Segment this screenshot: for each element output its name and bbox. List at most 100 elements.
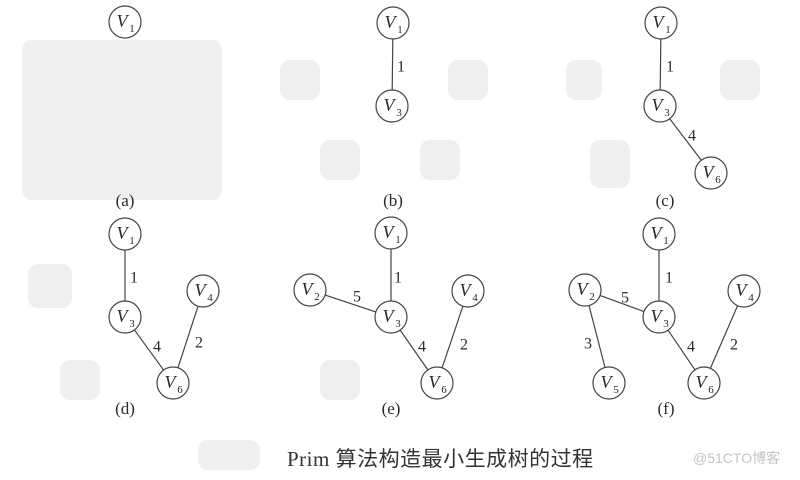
svg-text:3: 3 (129, 318, 135, 330)
watermark: @51CTO博客 (693, 450, 781, 466)
panel-label: (b) (383, 191, 403, 210)
svg-text:1: 1 (129, 235, 135, 247)
svg-text:1: 1 (395, 234, 401, 246)
svg-text:V: V (601, 372, 614, 392)
svg-text:V: V (302, 279, 315, 299)
pixelated-region-b-br (420, 140, 460, 180)
svg-text:V: V (429, 372, 442, 392)
edge-V2-V5 (588, 305, 606, 368)
svg-text:4: 4 (748, 292, 754, 304)
edge-V3-V6 (669, 118, 702, 161)
svg-text:6: 6 (177, 384, 183, 396)
svg-text:V: V (117, 223, 130, 243)
edge-V2-V3 (599, 294, 645, 313)
svg-text:4: 4 (207, 292, 213, 304)
svg-text:V: V (460, 280, 473, 300)
svg-text:2: 2 (314, 291, 320, 303)
svg-text:V: V (577, 279, 590, 299)
pixelated-region-b-right (448, 60, 488, 100)
edge-weight: 4 (418, 339, 426, 356)
svg-text:V: V (385, 12, 398, 32)
edge-weight: 4 (688, 128, 696, 145)
edge-V1-V3 (659, 38, 662, 91)
svg-text:V: V (651, 223, 664, 243)
edge-weight: 1 (394, 270, 402, 287)
edge-weight: 4 (153, 339, 161, 356)
edge-weight: 2 (460, 337, 468, 354)
svg-text:6: 6 (715, 174, 721, 186)
pixelated-region-caption (198, 440, 260, 470)
edge-weight: 4 (687, 339, 695, 356)
svg-text:V: V (736, 280, 749, 300)
svg-text:1: 1 (663, 235, 669, 247)
panel-label: (d) (115, 399, 135, 418)
svg-text:1: 1 (397, 24, 403, 36)
panel-label: (f) (658, 399, 675, 418)
edge-V3-V6 (667, 329, 696, 371)
edge-V2-V3 (324, 294, 377, 313)
edge-V1-V3 (391, 38, 394, 91)
pixelated-region-b-left (280, 60, 320, 100)
pixelated-region-b-bl (320, 140, 360, 180)
pixelated-region-d-left (28, 264, 72, 308)
svg-text:1: 1 (665, 24, 671, 36)
svg-text:6: 6 (708, 384, 714, 396)
svg-text:V: V (696, 372, 709, 392)
pixelated-region-c-left (566, 60, 602, 100)
pixelated-region-a (22, 40, 222, 200)
svg-text:V: V (703, 162, 716, 182)
edge-weight: 1 (666, 59, 674, 76)
pixelated-region-c-bottom (590, 140, 630, 188)
figure-caption: Prim 算法构造最小生成树的过程 (287, 447, 594, 471)
pixelated-region-c-right (720, 60, 760, 100)
svg-text:V: V (383, 306, 396, 326)
edge-weight: 1 (130, 270, 138, 287)
panel-label: (a) (116, 191, 135, 210)
edge-V4-V6 (441, 305, 464, 369)
svg-text:V: V (652, 95, 665, 115)
edge-weight: 5 (621, 290, 629, 307)
edge-V4-V6 (177, 306, 199, 368)
pixelated-region-d-bottom (60, 360, 100, 400)
svg-text:2: 2 (589, 291, 595, 303)
svg-text:3: 3 (664, 107, 670, 119)
svg-text:V: V (651, 306, 664, 326)
edge-weight: 1 (665, 270, 673, 287)
svg-text:4: 4 (472, 292, 478, 304)
svg-text:V: V (195, 280, 208, 300)
svg-text:V: V (383, 222, 396, 242)
svg-text:V: V (653, 12, 666, 32)
edge-V3-V6 (399, 329, 429, 371)
edge-V3-V6 (133, 329, 165, 371)
svg-text:5: 5 (613, 384, 619, 396)
panel-label: (c) (656, 191, 675, 210)
edge-weight: 2 (730, 337, 738, 354)
svg-text:6: 6 (441, 384, 447, 396)
svg-text:V: V (117, 306, 130, 326)
svg-text:3: 3 (395, 318, 401, 330)
edge-weight: 1 (397, 59, 405, 76)
svg-text:3: 3 (663, 318, 669, 330)
